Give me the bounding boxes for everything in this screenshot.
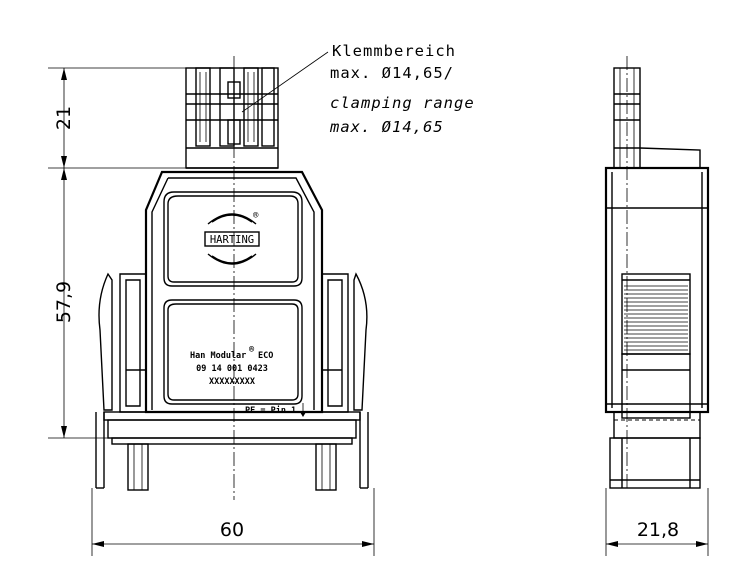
label-line3: XXXXXXXXX xyxy=(209,377,255,387)
pe-note: PE = Pin 1 xyxy=(245,403,306,417)
annotation-line1: Klemmbereich xyxy=(332,42,456,60)
dim-body-height: 57,9 xyxy=(53,281,75,323)
cable-gland xyxy=(185,67,279,169)
dim-width-side: 21,8 xyxy=(637,519,679,541)
label-plate: Han Modular ® ECO 09 14 001 0423 XXXXXXX… xyxy=(190,345,273,387)
dim-width-front: 60 xyxy=(220,519,244,541)
annotation-line4: max. Ø14,65 xyxy=(329,118,444,136)
side-view xyxy=(604,56,710,490)
annotation-line3: clamping range xyxy=(330,94,475,112)
annotation-line2: max. Ø14,65/ xyxy=(330,64,454,82)
front-view: HARTING ® Han Modular ® ECO 09 14 001 04… xyxy=(95,56,369,500)
clamping-annotation: Klemmbereich max. Ø14,65/ clamping range… xyxy=(241,42,475,136)
base-flange xyxy=(95,411,369,491)
locking-levers xyxy=(98,272,368,413)
pe-note-text: PE = Pin 1 xyxy=(245,405,296,416)
label-line1: Han Modular xyxy=(190,351,246,361)
dimension-lines: 21 57,9 60 21,8 xyxy=(48,67,709,556)
harting-logo: HARTING ® xyxy=(204,211,260,265)
label-registered: ® xyxy=(249,345,255,355)
dim-top-height: 21 xyxy=(53,106,75,130)
lever-ribbing xyxy=(624,285,688,351)
logo-registered: ® xyxy=(253,211,259,221)
logo-text: HARTING xyxy=(210,234,254,246)
label-line2: 09 14 001 0423 xyxy=(196,364,268,374)
label-line1-suffix: ECO xyxy=(258,351,273,361)
